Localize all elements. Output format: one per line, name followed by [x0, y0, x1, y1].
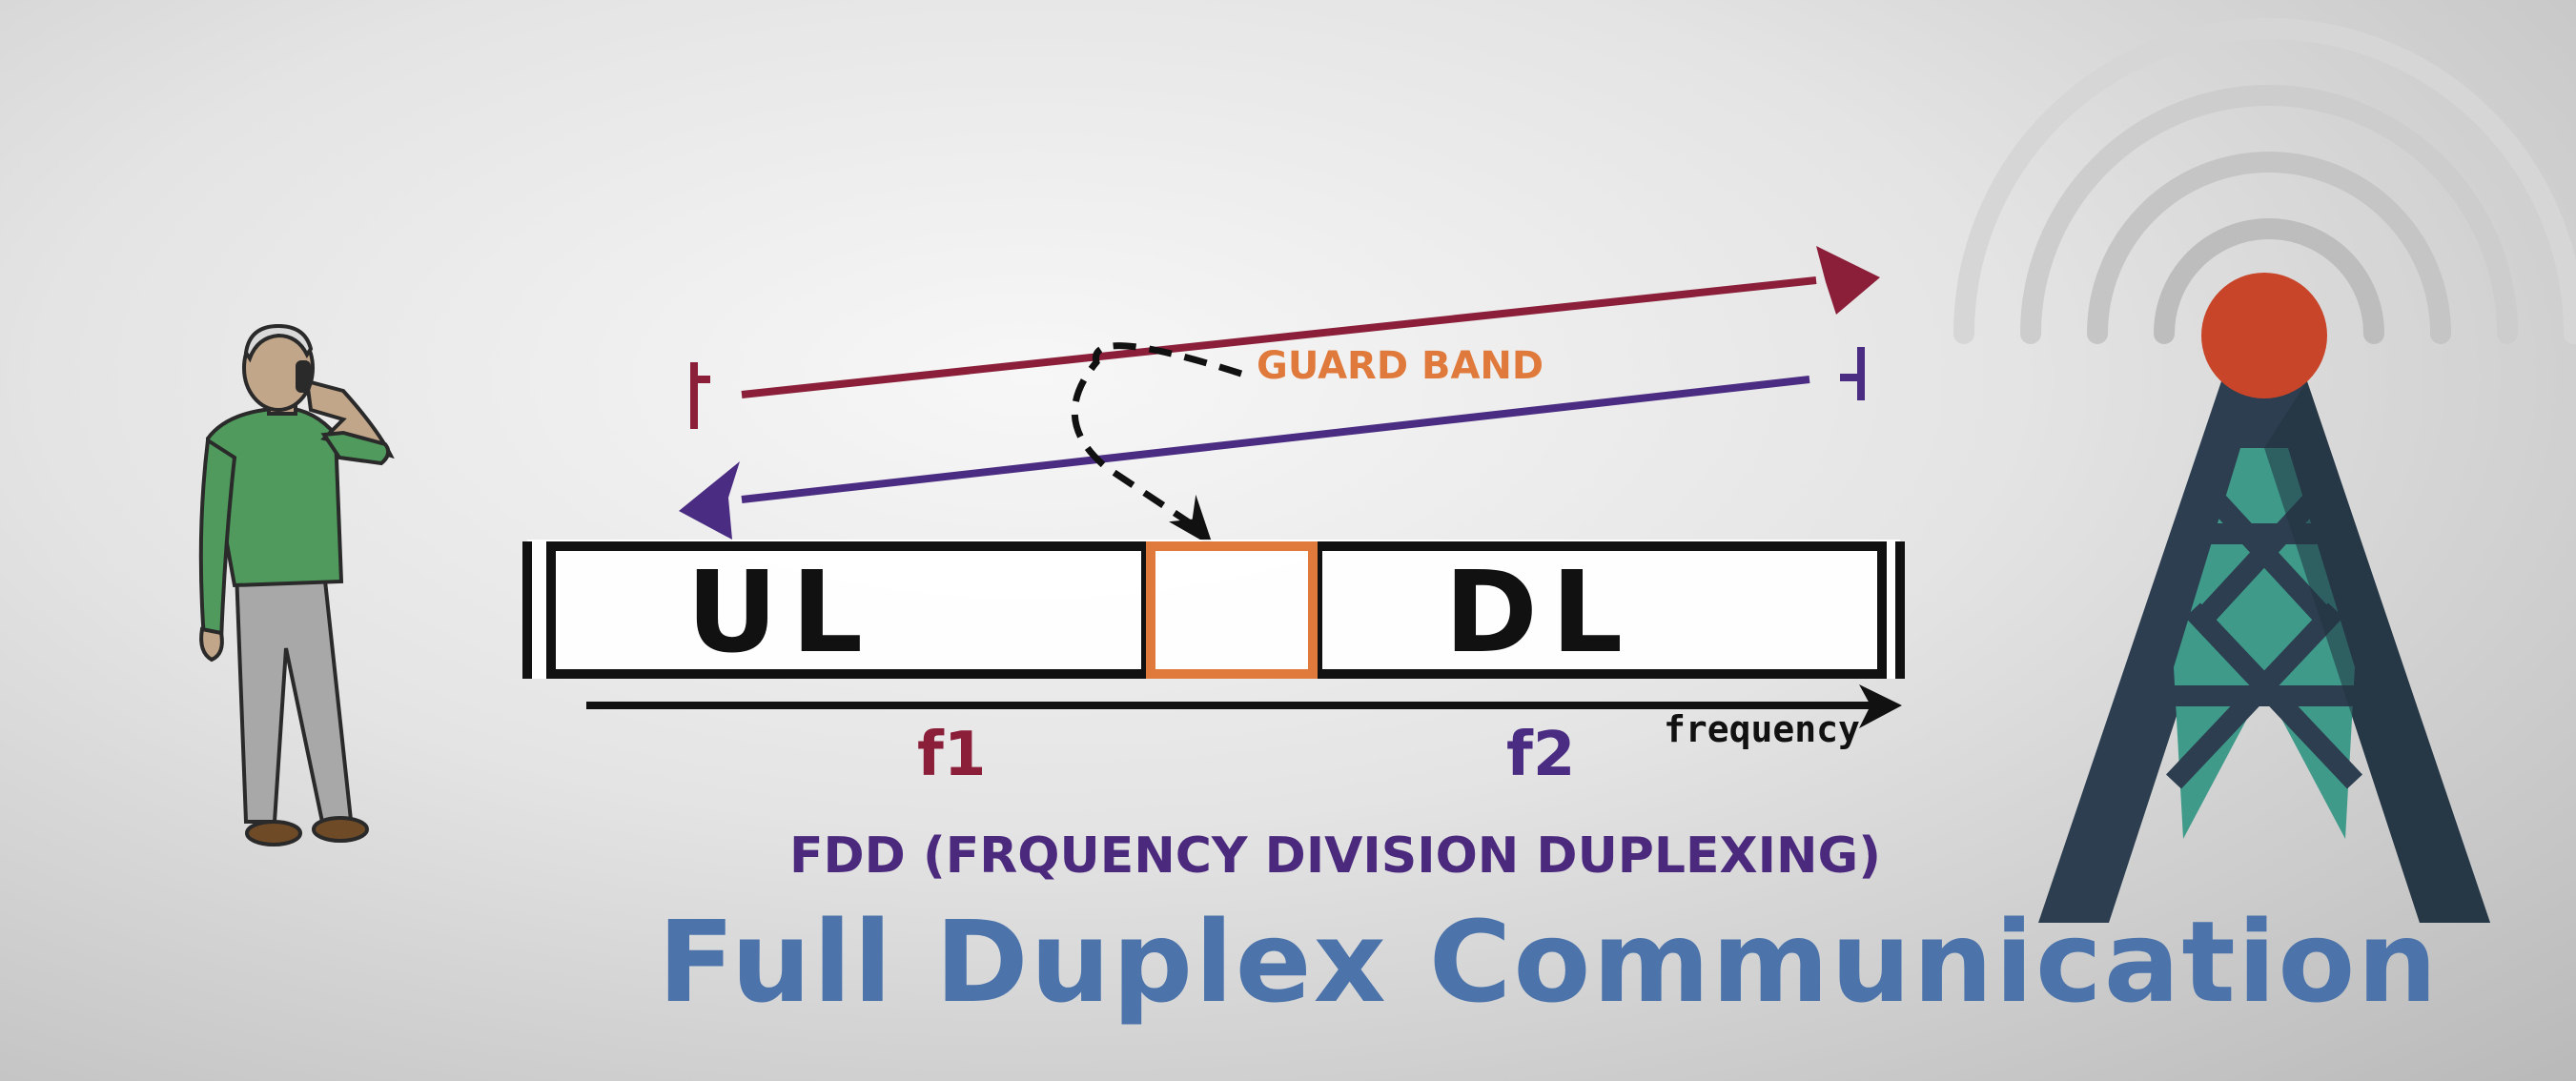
guard-band-label: GUARD BAND — [1257, 344, 1544, 388]
uplink-label: UL — [686, 546, 877, 678]
f2-label: f2 — [1506, 720, 1576, 790]
downlink-label: DL — [1444, 546, 1637, 678]
guard-band-pointer — [1071, 342, 1243, 548]
frequency-axis — [586, 684, 1902, 728]
cell-tower-icon — [2038, 273, 2490, 923]
frequency-axis-label: frequency — [1664, 708, 1860, 750]
frequency-band-bar — [522, 540, 1905, 679]
f1-label: f1 — [917, 720, 987, 790]
guard-band-box — [1146, 541, 1318, 679]
person-on-phone-icon — [198, 323, 395, 846]
signal-waves-icon — [1953, 18, 2576, 344]
fdd-subtitle: FDD (FRQUENCY DIVISION DUPLEXING) — [789, 827, 1881, 885]
page-title: Full Duplex Communication — [658, 896, 2440, 1028]
downlink-arrow — [679, 347, 1865, 540]
uplink-arrow — [690, 246, 1880, 429]
